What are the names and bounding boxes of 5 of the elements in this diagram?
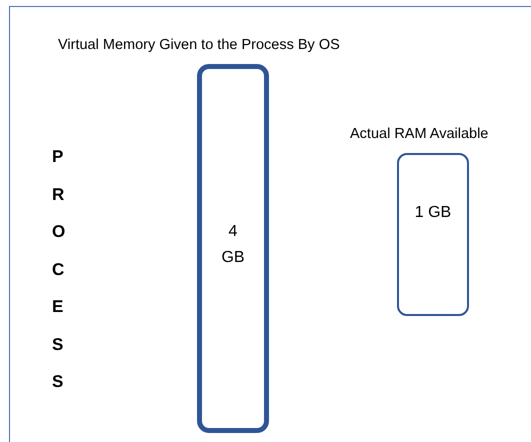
vertical-label: PROCESS <box>52 146 66 393</box>
memory-size: 4 GB <box>220 222 246 268</box>
box-heading: Virtual Memory Given to the Process By OS <box>58 36 340 54</box>
box-heading: Actual RAM Available <box>350 125 488 143</box>
memory-size: 1 GB <box>414 203 452 223</box>
